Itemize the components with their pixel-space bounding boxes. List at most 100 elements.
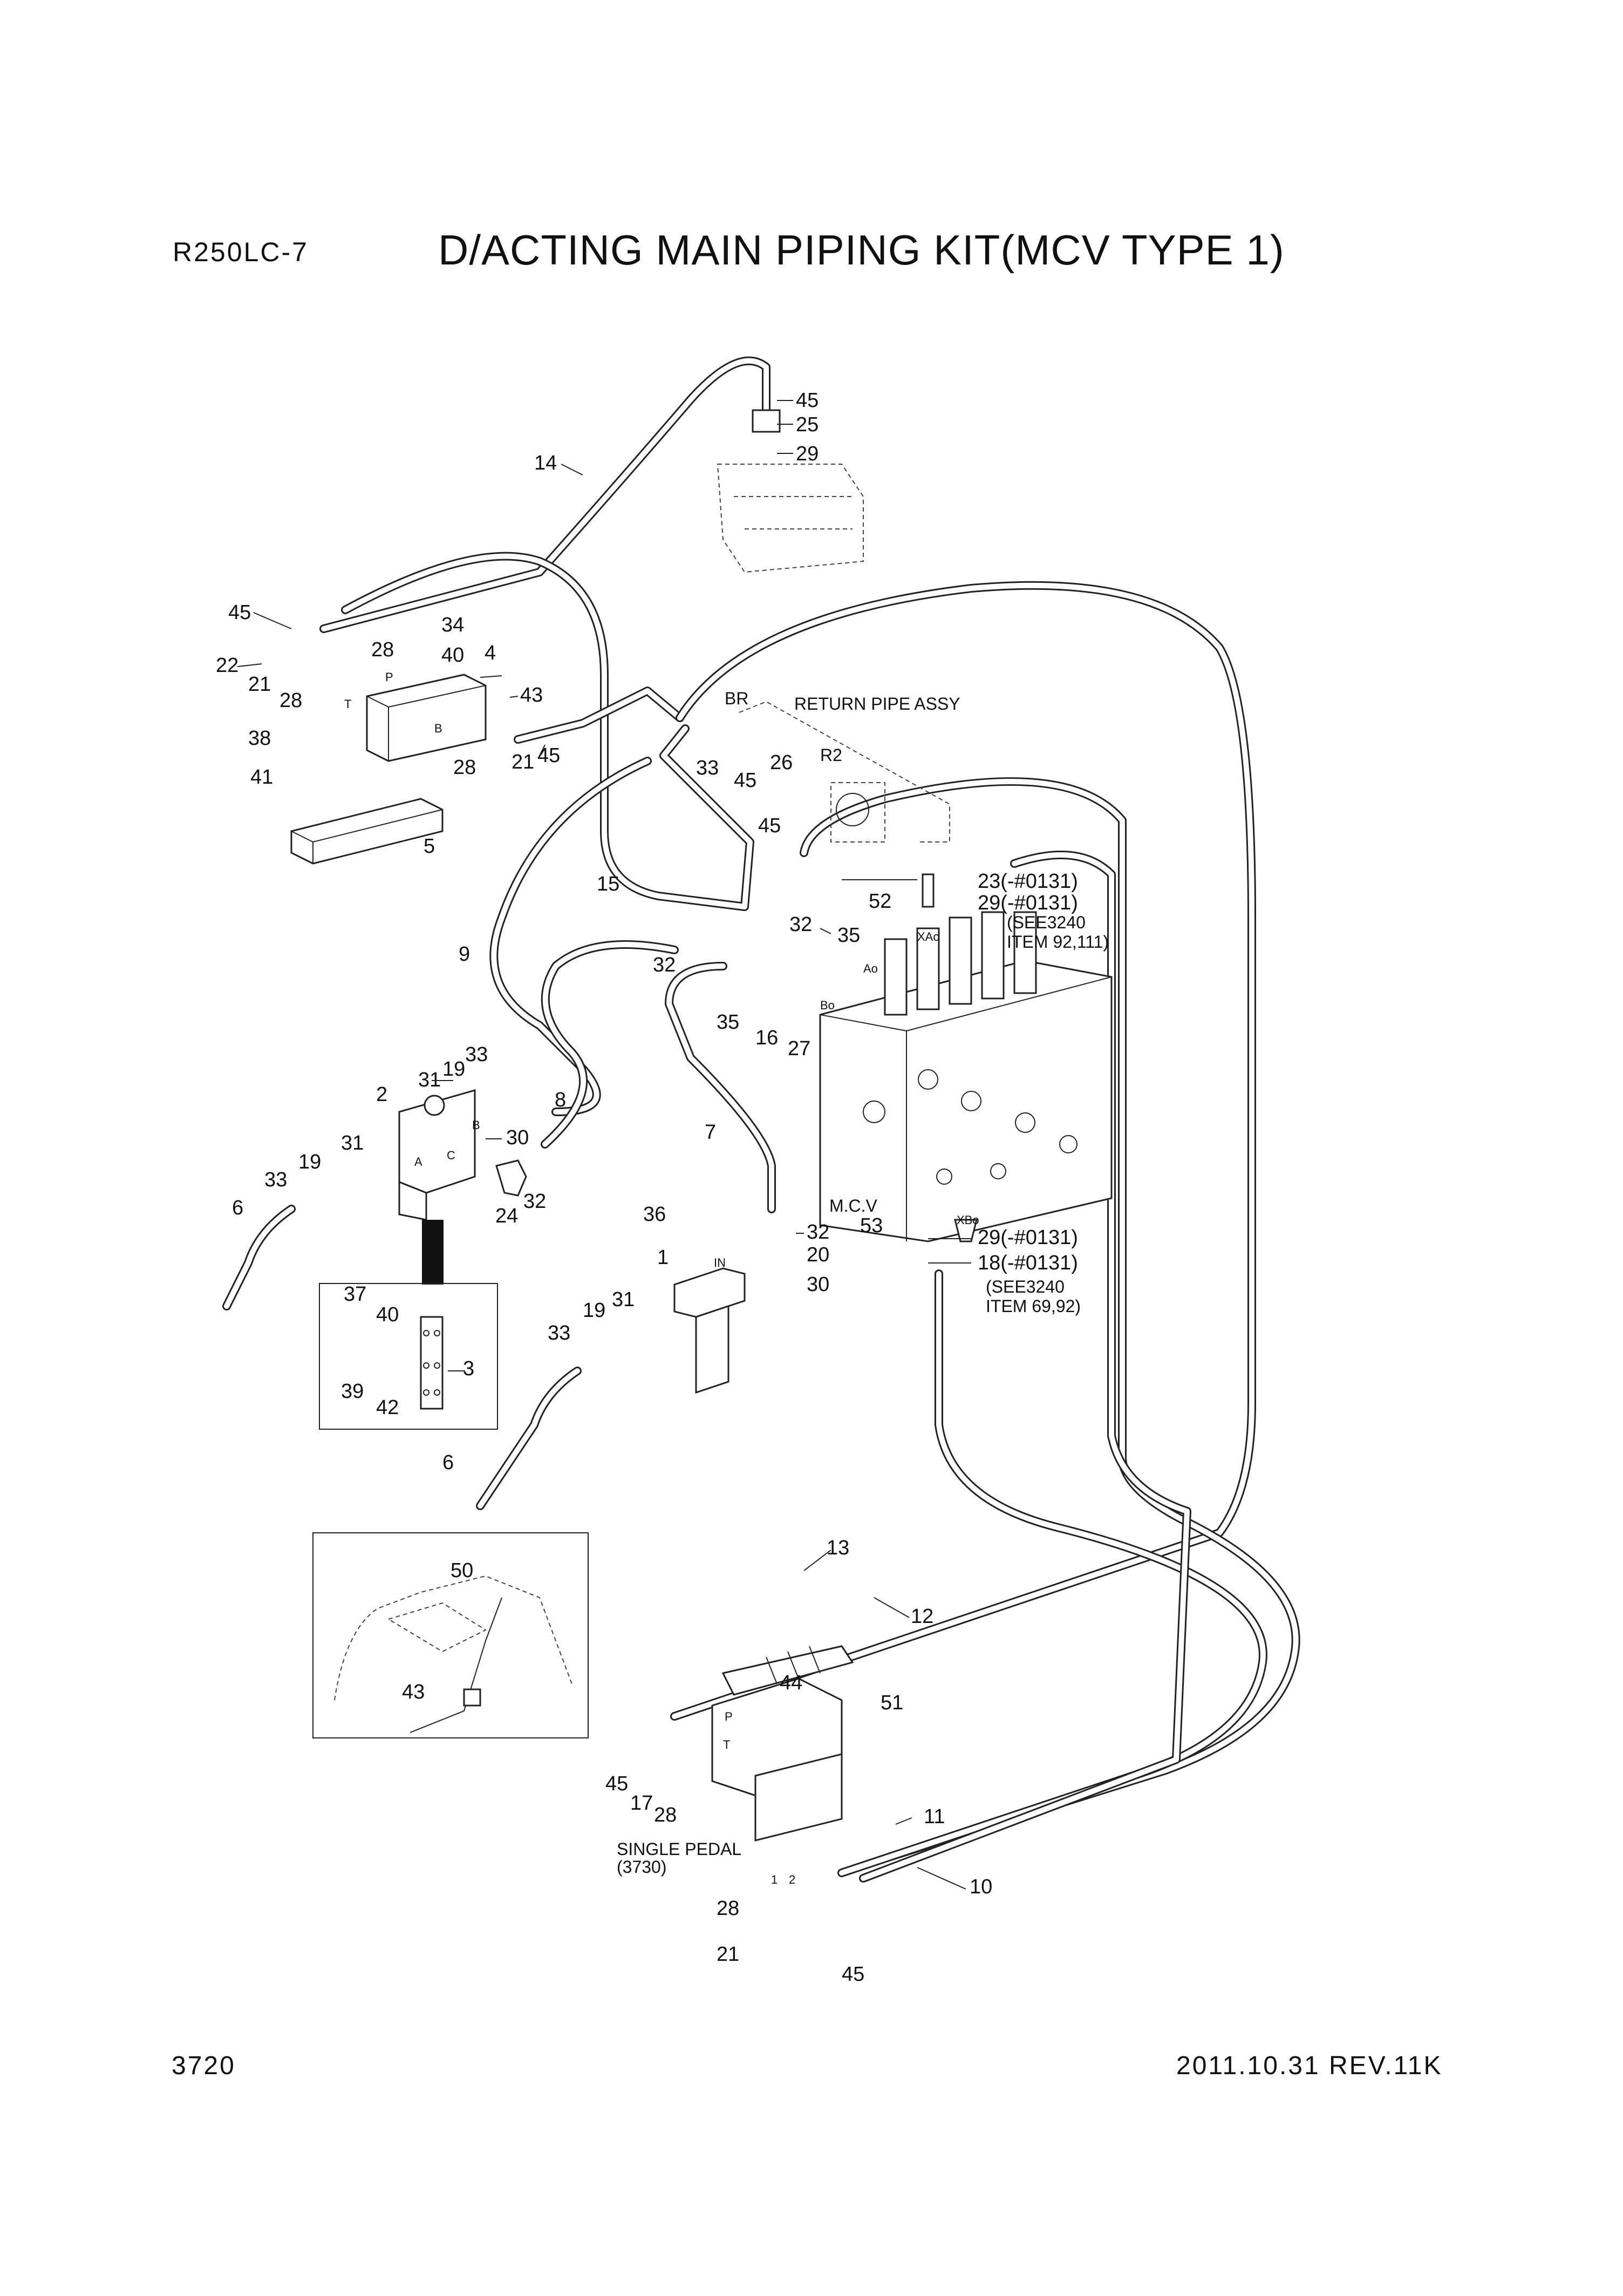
callout: 11 bbox=[924, 1805, 945, 1828]
callout: 1 bbox=[657, 1246, 669, 1269]
label-r2: R2 bbox=[820, 745, 842, 765]
label-note-23: 23(-#0131) bbox=[978, 870, 1078, 893]
leader-lines bbox=[237, 400, 971, 1890]
label-single-pedal: SINGLE PEDAL bbox=[617, 1839, 741, 1859]
model-number: R250LC-7 bbox=[173, 237, 309, 267]
callout: 2 bbox=[376, 1083, 387, 1106]
callout: 8 bbox=[555, 1089, 566, 1111]
page-title: D/ACTING MAIN PIPING KIT(MCV TYPE 1) bbox=[438, 226, 1285, 274]
label-mcv: M.C.V bbox=[829, 1196, 878, 1215]
plate-3-inset bbox=[319, 1283, 498, 1430]
callout: 14 bbox=[534, 452, 557, 474]
label-see-bot-2: ITEM 69,92) bbox=[986, 1296, 1081, 1316]
label-ao: Ao bbox=[863, 962, 878, 975]
part-callouts: 45 25 29 14 45 34 40 4 22 21 28 28 43 38… bbox=[216, 389, 992, 1986]
hose-9 bbox=[670, 581, 1256, 1721]
label-single-pedal-ref: (3730) bbox=[617, 1857, 667, 1877]
label-note-18: 18(-#0131) bbox=[978, 1252, 1078, 1274]
callout: 43 bbox=[402, 1681, 425, 1703]
hose-8 bbox=[541, 940, 679, 1149]
callout: 3 bbox=[463, 1357, 474, 1380]
diagram-annotations: BR RETURN PIPE ASSY R2 M.C.V XAo XBo Ao … bbox=[344, 670, 1109, 1886]
label-note-29b: 29(-#0131) bbox=[978, 1226, 1078, 1249]
callout: 32 bbox=[789, 913, 812, 936]
label-note-29a: 29(-#0131) bbox=[978, 892, 1078, 914]
callout: 28 bbox=[717, 1897, 739, 1920]
callout: 30 bbox=[506, 1126, 529, 1149]
fitting-24 bbox=[495, 1159, 527, 1197]
label-port-b2: B bbox=[472, 1118, 480, 1132]
hose-10 bbox=[859, 851, 1191, 1883]
callout: 21 bbox=[512, 751, 534, 773]
callout: 45 bbox=[734, 769, 756, 792]
label-port-1: 1 bbox=[771, 1873, 778, 1886]
callout: 35 bbox=[837, 924, 860, 947]
callout: 45 bbox=[842, 1963, 864, 1986]
page-number: 3720 bbox=[172, 2052, 236, 2080]
callout: 7 bbox=[705, 1121, 716, 1144]
callout: 28 bbox=[371, 638, 394, 661]
label-see-top-1: (SEE3240 bbox=[1007, 913, 1086, 932]
callout: 40 bbox=[376, 1303, 399, 1326]
hose-6-upper bbox=[222, 1205, 296, 1310]
block-4 bbox=[366, 674, 487, 762]
callout: 19 bbox=[442, 1058, 465, 1081]
label-port-p-pedal: P bbox=[725, 1710, 733, 1723]
label-port-t-pedal: T bbox=[723, 1738, 730, 1751]
callout: 9 bbox=[459, 943, 470, 966]
label-see-bot-1: (SEE3240 bbox=[986, 1277, 1065, 1296]
callout: 28 bbox=[279, 689, 302, 712]
callout: 21 bbox=[717, 1943, 739, 1966]
hose-15 bbox=[341, 552, 754, 911]
callout: 51 bbox=[881, 1692, 903, 1714]
label-port-p: P bbox=[385, 670, 393, 684]
label-port-c: C bbox=[447, 1149, 455, 1162]
callout: 22 bbox=[216, 654, 238, 677]
callout: 41 bbox=[250, 766, 273, 789]
callout: 21 bbox=[248, 673, 271, 696]
callout: 53 bbox=[860, 1214, 883, 1237]
callout: 43 bbox=[520, 684, 543, 707]
block-1 bbox=[673, 1267, 746, 1394]
callout: 34 bbox=[441, 614, 464, 636]
callout: 45 bbox=[228, 601, 251, 624]
callout: 20 bbox=[807, 1244, 829, 1266]
callout: 45 bbox=[758, 814, 781, 837]
cab-inset bbox=[312, 1532, 589, 1738]
callout: 31 bbox=[612, 1288, 635, 1311]
callout: 27 bbox=[788, 1037, 810, 1060]
callout: 10 bbox=[970, 1876, 992, 1898]
label-xbo: XBo bbox=[957, 1213, 979, 1227]
label-port-in: IN bbox=[714, 1256, 726, 1269]
label-return-pipe: RETURN PIPE ASSY bbox=[794, 694, 960, 714]
callout: 32 bbox=[653, 954, 676, 976]
callout: 50 bbox=[451, 1559, 473, 1582]
callout: 33 bbox=[465, 1043, 488, 1066]
callout: 36 bbox=[643, 1203, 666, 1226]
callout: 45 bbox=[537, 744, 560, 767]
callout: 25 bbox=[796, 413, 819, 436]
revision-date: 2011.10.31 REV.11K bbox=[1176, 2052, 1443, 2080]
label-port-b4: B bbox=[434, 722, 442, 735]
callout: 28 bbox=[654, 1804, 677, 1826]
label-port-a: A bbox=[414, 1155, 422, 1169]
top-control-valve bbox=[717, 409, 864, 573]
hose-6-lower bbox=[476, 1367, 582, 1510]
callout: 31 bbox=[341, 1132, 364, 1154]
callout: 35 bbox=[717, 1011, 739, 1034]
callout: 13 bbox=[827, 1537, 849, 1559]
callout: 40 bbox=[441, 644, 464, 667]
callout: 33 bbox=[696, 757, 719, 779]
single-pedal bbox=[711, 1645, 854, 1842]
callout: 15 bbox=[597, 873, 619, 895]
label-port-2: 2 bbox=[789, 1873, 795, 1886]
label-br: BR bbox=[725, 689, 748, 708]
callout: 52 bbox=[869, 890, 891, 913]
callout: 30 bbox=[807, 1273, 829, 1296]
callout: 45 bbox=[796, 389, 819, 412]
callout: 44 bbox=[780, 1672, 802, 1694]
label-xao: XAo bbox=[917, 930, 940, 943]
callout: 17 bbox=[630, 1792, 653, 1815]
label-bo: Bo bbox=[820, 998, 835, 1012]
